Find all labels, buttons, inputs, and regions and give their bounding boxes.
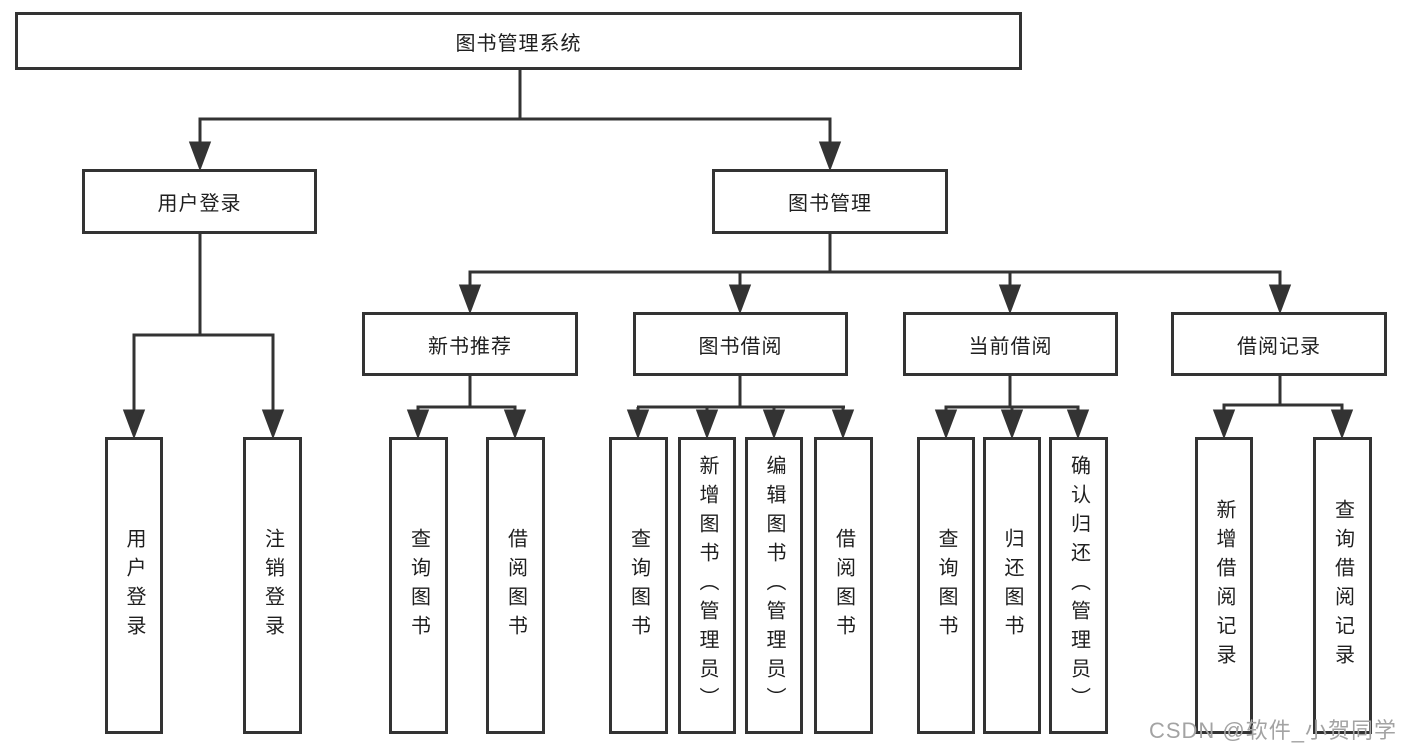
connector-current-borrow-children — [934, 376, 1090, 440]
node-leaf-add-borrow-record[interactable]: 新增借阅记录 — [1195, 437, 1253, 734]
node-leaf-query-borrow-record[interactable]: 查询借阅记录 — [1313, 437, 1372, 734]
node-new-book-recommendation[interactable]: 新书推荐 — [362, 312, 578, 376]
connector-root-to-level2 — [188, 70, 842, 172]
node-book-management[interactable]: 图书管理 — [712, 169, 948, 234]
node-leaf-add-books-admin[interactable]: 新增图书（管理员） — [678, 437, 736, 734]
connector-book-management-children — [458, 234, 1292, 315]
node-user-login[interactable]: 用户登录 — [82, 169, 317, 234]
node-root-library-management-system[interactable]: 图书管理系统 — [15, 12, 1022, 70]
connector-user-login-children — [122, 234, 285, 440]
node-leaf-query-books-current[interactable]: 查询图书 — [917, 437, 975, 734]
node-leaf-query-books-borrow[interactable]: 查询图书 — [609, 437, 668, 734]
node-leaf-query-books-recommend[interactable]: 查询图书 — [389, 437, 448, 734]
node-leaf-borrow-books-recommend[interactable]: 借阅图书 — [486, 437, 545, 734]
node-leaf-logout[interactable]: 注销登录 — [243, 437, 302, 734]
node-leaf-borrow-books[interactable]: 借阅图书 — [814, 437, 873, 734]
node-borrowing-records[interactable]: 借阅记录 — [1171, 312, 1387, 376]
node-leaf-user-login[interactable]: 用户登录 — [105, 437, 163, 734]
node-leaf-return-books[interactable]: 归还图书 — [983, 437, 1041, 734]
node-leaf-edit-books-admin[interactable]: 编辑图书（管理员） — [745, 437, 803, 734]
connector-new-book-children — [406, 376, 527, 440]
connector-book-borrow-children — [626, 376, 855, 440]
csdn-watermark: CSDN @软件_小贺同学 — [1148, 718, 1397, 743]
node-current-borrowing[interactable]: 当前借阅 — [903, 312, 1118, 376]
node-leaf-confirm-return-admin[interactable]: 确认归还（管理员） — [1049, 437, 1108, 734]
node-book-borrowing[interactable]: 图书借阅 — [633, 312, 848, 376]
connector-borrow-records-children — [1212, 376, 1354, 440]
